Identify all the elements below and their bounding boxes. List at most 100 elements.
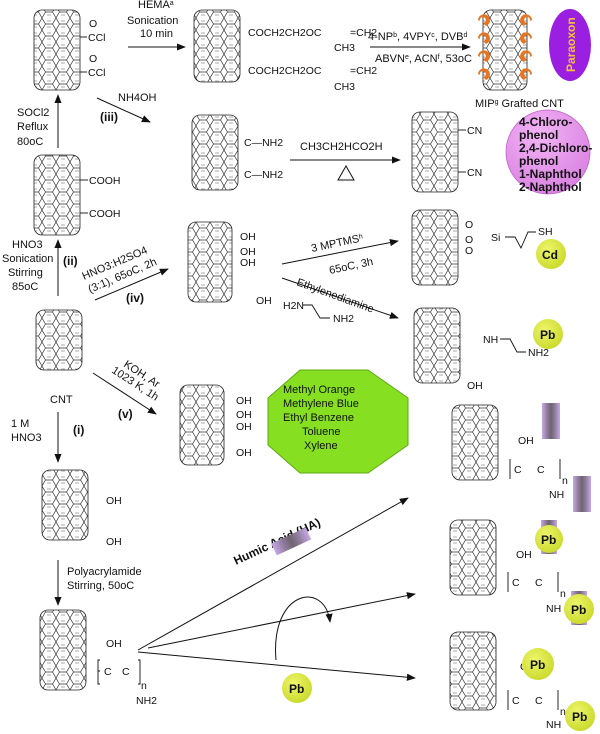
svg-text:OH: OH	[236, 421, 252, 433]
svg-text:C: C	[512, 577, 520, 589]
svg-text:NH2: NH2	[136, 695, 157, 707]
svg-text:NH: NH	[546, 719, 561, 731]
svg-text:O: O	[465, 245, 473, 257]
svg-text:Pb: Pb	[572, 710, 587, 724]
svg-text:OH: OH	[518, 435, 534, 447]
svg-text:(ii): (ii)	[63, 254, 78, 268]
cnt-start	[35, 309, 83, 371]
svg-text:H2N: H2N	[283, 300, 304, 312]
humic-acid-sheet-icon	[271, 527, 312, 556]
svg-text:Methyl Orange: Methyl Orange	[283, 384, 355, 396]
svg-text:10 min: 10 min	[140, 28, 173, 40]
svg-text:1-Naphthol: 1-Naphthol	[519, 167, 582, 181]
svg-text:OH: OH	[240, 246, 256, 258]
nanotube-icon	[41, 469, 89, 541]
target-pb-ha2: Pb	[564, 594, 594, 624]
paa-groups: OH C C n NH2	[97, 638, 157, 707]
oh-iv-groups: OH OH OH OH	[240, 231, 272, 307]
cnt-mptms	[411, 209, 459, 286]
label-i: 1 M HNO3 (i)	[11, 418, 84, 444]
nanotube-icon	[451, 404, 499, 481]
svg-text:HEMAa: HEMAa	[138, 0, 174, 11]
svg-text:O: O	[465, 234, 473, 246]
cooh-i-groups: OH OH	[106, 495, 122, 548]
svg-text:(iii): (iii)	[100, 110, 118, 124]
svg-text:OH: OH	[236, 447, 252, 459]
label-v: KOH, Ar 1023 K, 1h (v)	[109, 358, 162, 421]
svg-text:NH: NH	[546, 603, 561, 615]
svg-text:CCl: CCl	[88, 32, 106, 44]
nanotube-icon	[39, 609, 87, 691]
svg-text:OH: OH	[516, 549, 532, 561]
nanotube-icon	[413, 307, 461, 384]
label-paa: Polyacrylamide Stirring, 50oC	[67, 566, 142, 592]
target-pb-o: Pb	[522, 648, 554, 680]
svg-text:OH: OH	[236, 409, 252, 421]
svg-text:OH: OH	[236, 395, 252, 407]
svg-text:COCH2CH2OC: COCH2CH2OC	[248, 65, 322, 77]
svg-text:Methylene Blue: Methylene Blue	[283, 398, 359, 410]
arrow-ha	[137, 497, 409, 651]
label-eda: Ethylenediamine H2N NH2	[283, 277, 376, 325]
mip-cavities	[478, 14, 532, 80]
cnt-hema	[193, 9, 241, 83]
svg-text:(iv): (iv)	[126, 291, 144, 305]
svg-text:phenol: phenol	[519, 154, 558, 168]
svg-text:C: C	[535, 695, 543, 707]
svg-text:SOCl2: SOCl2	[17, 107, 49, 119]
label-mptms: 3 MPTMSh 65oC, 3h	[310, 232, 374, 277]
arrow-v	[92, 372, 157, 415]
svg-text:NH4OH: NH4OH	[118, 92, 157, 104]
svg-text:80oC: 80oC	[17, 136, 43, 148]
svg-text:Cd: Cd	[542, 248, 558, 262]
target-pb-ha1: Pb	[535, 525, 563, 553]
nanotube-icon	[449, 519, 497, 596]
nanotube-icon	[191, 114, 239, 191]
svg-text:NH: NH	[483, 334, 498, 346]
eda-groups: NH NH2 OH	[467, 334, 549, 392]
svg-text:(i): (i)	[73, 423, 84, 437]
svg-text:HNO3: HNO3	[11, 432, 42, 444]
svg-text:ABVNe, ACNf, 53oC: ABVNe, ACNf, 53oC	[375, 53, 472, 65]
arrow-sequential-curve	[275, 596, 333, 661]
svg-text:Xylene: Xylene	[304, 440, 338, 452]
svg-text:Paraoxon: Paraoxon	[564, 17, 578, 72]
cooh-groups: COOH COOH	[80, 175, 121, 220]
svg-text:NH2: NH2	[333, 313, 354, 325]
humic-acid-sheet-icon	[573, 476, 591, 512]
cnt-cooh-i	[41, 469, 89, 541]
nanotube-icon	[179, 384, 225, 466]
oh-v-groups: OH OH OH OH	[236, 395, 252, 459]
svg-text:2-Naphthol: 2-Naphthol	[519, 180, 582, 194]
cnt-amide	[191, 114, 239, 191]
svg-text:3 MPTMSh: 3 MPTMSh	[310, 232, 364, 255]
svg-text:OH: OH	[240, 257, 256, 269]
prod-ha-groups: OH C C n NH	[509, 435, 568, 501]
svg-text:1 M: 1 M	[11, 418, 29, 430]
svg-text:OH: OH	[106, 638, 122, 650]
arrow-eda	[281, 277, 399, 319]
cnt-cn	[411, 111, 459, 193]
svg-text:=CH2: =CH2	[350, 65, 377, 77]
label-hema: HEMAa Sonication 10 min	[127, 0, 178, 40]
nanotube-icon	[193, 9, 241, 83]
svg-text:n: n	[562, 475, 568, 487]
target-dyes: Methyl Orange Methylene Blue Ethyl Benze…	[267, 369, 409, 474]
svg-text:CCl: CCl	[88, 67, 106, 79]
svg-text:COOH: COOH	[89, 175, 121, 187]
cnt-prod-pb	[449, 631, 497, 711]
nanotube-icon	[33, 154, 81, 236]
svg-text:O: O	[89, 18, 97, 30]
cnt-prod-ha	[451, 404, 499, 481]
svg-text:Reflux: Reflux	[17, 121, 49, 133]
svg-text:NH2: NH2	[528, 347, 549, 359]
svg-text:Toluene: Toluene	[302, 426, 341, 438]
nanotube-icon	[449, 631, 497, 711]
svg-text:n: n	[560, 706, 566, 718]
arrow-pb	[137, 651, 416, 681]
svg-text:HNO3: HNO3	[12, 239, 43, 251]
svg-text:CN: CN	[467, 125, 482, 137]
label-ha: Humic Acid (HA)	[231, 515, 322, 568]
cnt-prod-ha-pb	[449, 519, 497, 596]
arrow-iii	[96, 97, 151, 123]
